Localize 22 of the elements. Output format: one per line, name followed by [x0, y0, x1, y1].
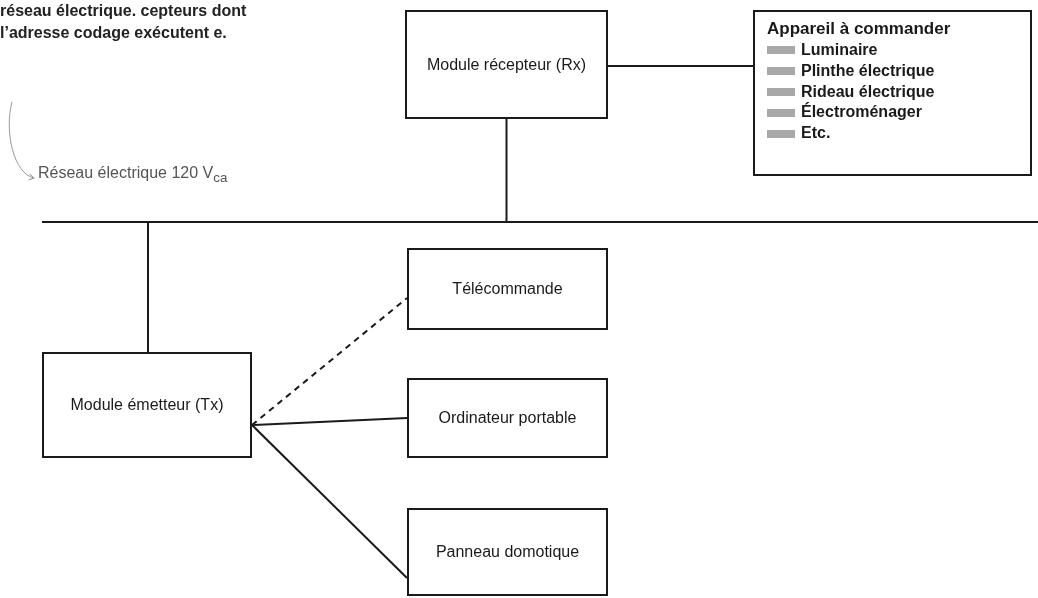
list-item: Plinthe électrique	[801, 60, 935, 81]
process-box: Panneau domotique	[407, 508, 608, 596]
connector-line	[505, 118, 508, 222]
process-box: Module récepteur (Rx)	[405, 10, 608, 119]
process-box: Ordinateur portable	[407, 378, 608, 458]
connector-line	[251, 297, 408, 426]
list-item: Etc.	[801, 123, 831, 144]
list-item: Rideau électrique	[801, 81, 935, 102]
list-item: Électroménager	[801, 102, 922, 123]
note-text: réseau électrique. cepteurs dont l’adresse codage exécutent e.	[0, 0, 250, 92]
bus-line	[42, 221, 1038, 223]
connector-line	[147, 222, 149, 353]
connector-line	[251, 424, 408, 579]
device-list-box	[753, 10, 1032, 176]
process-box: Télécommande	[407, 248, 608, 330]
network-label: Réseau électrique 120 V$_{ca}$	[38, 164, 258, 190]
leader-arrow	[8, 101, 35, 180]
list-item: Luminaire	[801, 40, 878, 61]
connector-line	[607, 65, 754, 67]
connector-line	[251, 417, 408, 426]
list-heading: Appareil à commander	[767, 18, 952, 40]
process-box: Module émetteur (Tx)	[42, 352, 252, 458]
